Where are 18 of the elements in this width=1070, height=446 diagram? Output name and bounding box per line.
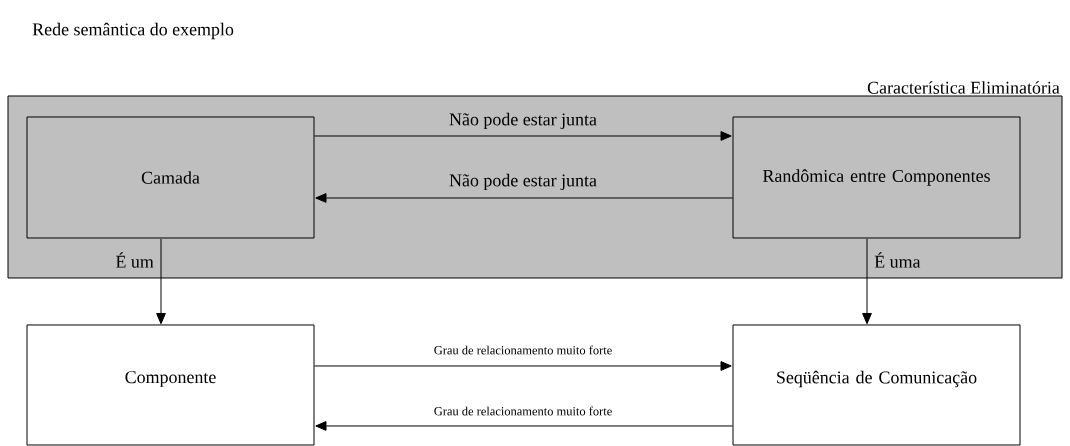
edge-label: Não pode estar junta bbox=[449, 112, 597, 130]
arrow bbox=[314, 361, 732, 371]
concept-box: Camada bbox=[26, 116, 315, 239]
edge-label: Grau de relacionamento muito forte bbox=[434, 345, 612, 355]
edge-label: É uma bbox=[874, 252, 921, 268]
arrow bbox=[315, 421, 733, 431]
node-label: Característica Eliminatória bbox=[867, 81, 1060, 94]
concept-box: Componente bbox=[26, 324, 315, 446]
arrow bbox=[862, 238, 872, 325]
concept-box: Seqüência de Comunicação bbox=[732, 324, 1021, 446]
concept-box: Randômica entre Componentes bbox=[732, 116, 1021, 239]
edge-label: Não pode estar junta bbox=[449, 173, 597, 191]
edge-label: Grau de relacionamento muito forte bbox=[434, 406, 612, 416]
arrow bbox=[156, 238, 166, 325]
arrow bbox=[315, 193, 733, 203]
arrow bbox=[314, 131, 732, 141]
edge-label: É um bbox=[115, 252, 154, 268]
title: Rede semântica do exemplo bbox=[32, 22, 234, 40]
